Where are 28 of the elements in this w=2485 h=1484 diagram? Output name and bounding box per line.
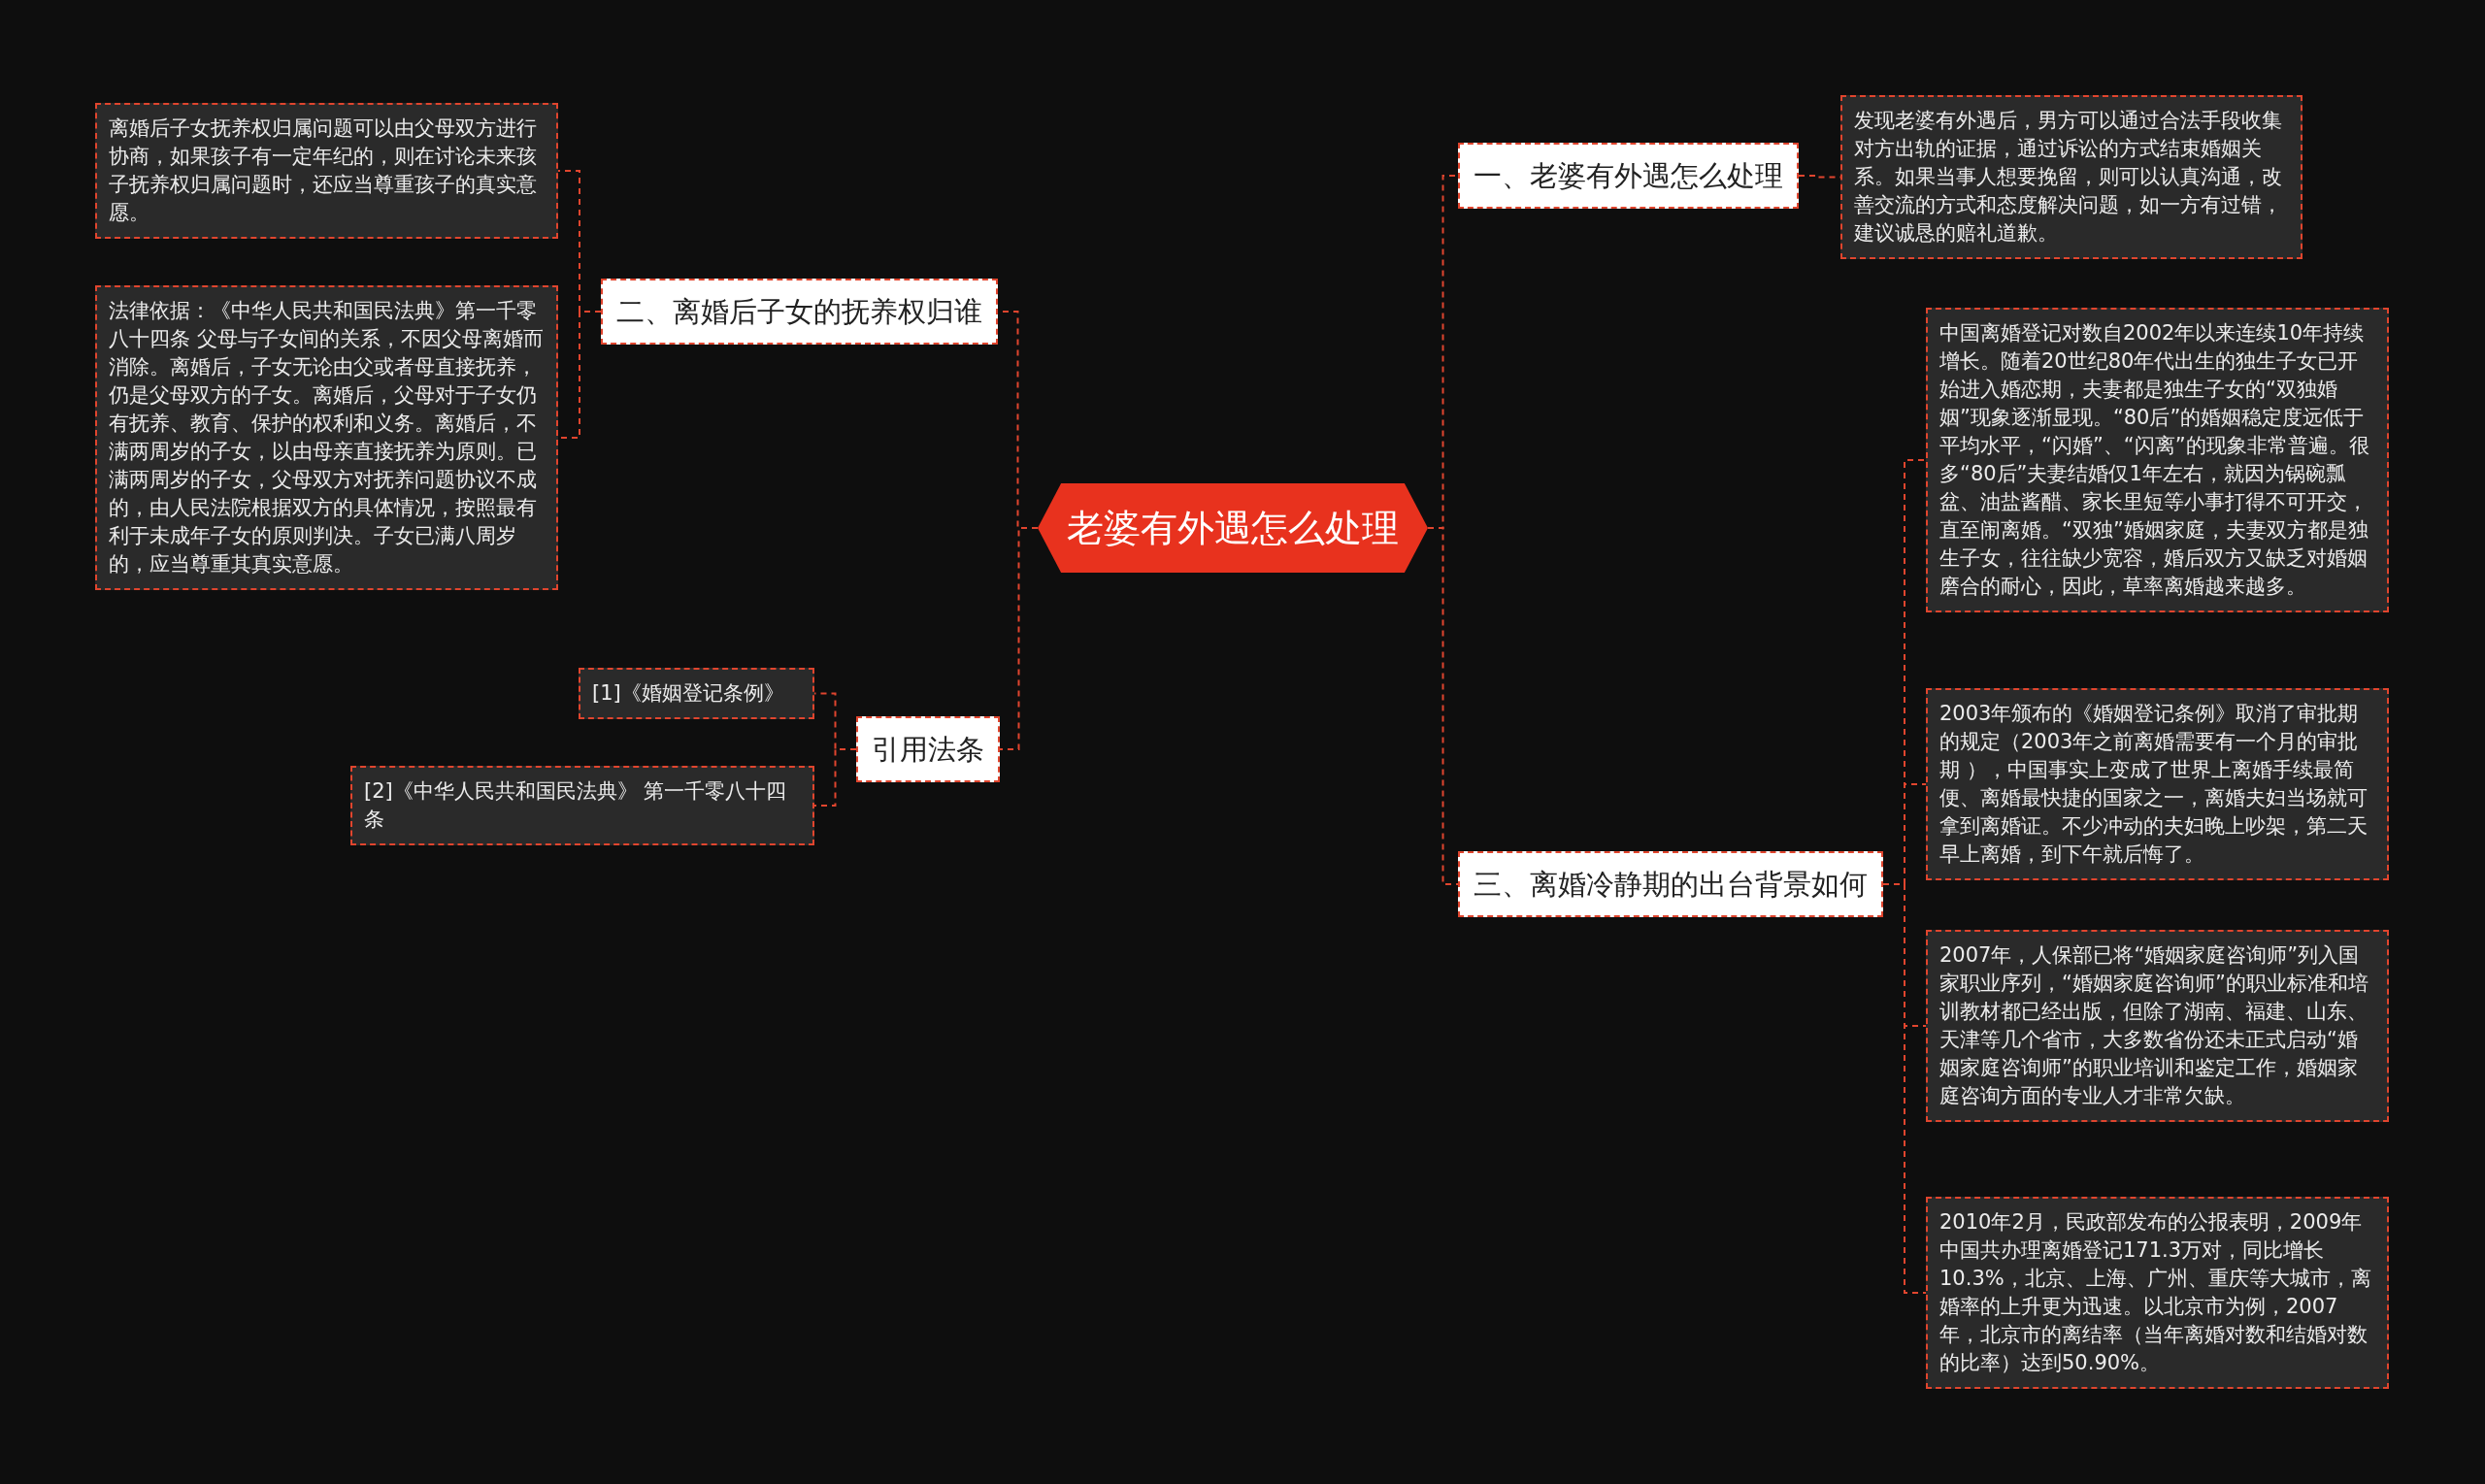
topic-text: 老婆有外遇怎么处理 [1067,506,1399,550]
note-text: 2007年，人保部已将“婚姻家庭咨询师”列入国家职业序列，“婚姻家庭咨询师”的职业标准和培训教材都已经出版，但除了湖南、福建、山东、天津等几个省市，大多数省份还未正式启动“婚姻家庭咨询师”的职业培训和鉴定工作，婚姻家庭咨询方面的专业人才非常欠缺。 [1939,942,2369,1109]
note-text: 离婚后子女抚养权归属问题可以由父母双方进行协商，如果孩子有一定年纪的，则在讨论未来孩子抚养权归属问题时，还应当尊重孩子的真实意愿。 [109,115,538,226]
reference-card [579,668,814,719]
central-topic [1038,483,1428,573]
connector-line [999,527,1039,750]
reference-text: [2]《中华人民共和国民法典》 第一千零八十四条 [364,778,788,833]
branch-topic-box [856,716,1000,782]
note-text: 发现老婆有外遇后，男方可以通过合法手段收集对方出轨的证据，通过诉讼的方式结束婚姻关系。如果当事人想要挽留，则可以认真沟通，改善交流的方式和态度解决问题，如一方有过错，建议诚恳的赔礼道歉。 [1854,108,2283,247]
connector-line [813,748,857,807]
note-card [95,103,558,239]
note-card [1926,1197,2389,1389]
note-card [1840,95,2303,259]
note-text: 2010年2月，民政部发布的公报表明，2009年中国共办理离婚登记171.3万对，同比增长10.3%，北京、上海、广州、重庆等大城市，离婚率的上升更为迅速。以北京市为例，2007年，北京市的离结率（当年离婚对数和结婚对数的比率）达到50.90%。 [1939,1209,2372,1376]
note-card [1926,930,2389,1122]
topic-text: 引用法条 [872,732,984,768]
topic-text: 二、离婚后子女的抚养权归谁 [616,294,982,330]
branch-topic-box [1458,143,1799,209]
note-text: 2003年颁布的《婚姻登记条例》取消了审批期的规定（2003年之前离婚需要有一个月的审批期 ），中国事实上变成了世界上离婚手续最简便、离婚最快捷的国家之一，离婚夫妇当场就可拿到离婚证。不少冲动的夫妇晚上吵架，第二天早上离婚，到下午就后悔了。 [1939,701,2369,868]
topic-text: 三、离婚冷静期的出台背景如何 [1474,867,1868,903]
reference-card [350,766,814,845]
branch-topic-box [1458,851,1883,917]
note-card [1926,688,2389,880]
note-text: 法律依据：《中华人民共和国民法典》第一千零八十四条 父母与子女间的关系，不因父母离婚而消除。离婚后，子女无论由父或者母直接抚养，仍是父母双方的子女。离婚后，父母对于子女仍有抚养、教育、保护的权利和义务。离婚后，不满两周岁的子女，以由母亲直接抚养为原则。已满两周岁的子女，父母双方对抚养问题协议不成的，由人民法院根据双方的具体情况，按照最有利于未成年子女的原则判决。子女已满八周岁的，应当尊重其真实意愿。 [109,298,545,577]
note-text: 中国离婚登记对数自2002年以来连续10年持续增长。随着20世纪80年代出生的独生子女已开始进入婚恋期，夫妻都是独生子女的“双独婚姻”现象逐渐显现。“80后”的婚姻稳定度远低于平均水平，“闪婚”、“闪离”的现象非常普遍。很多“80后”夫妻结婚仅1年左右，就因为锅碗瓢盆、油盐酱醋、家长里短等小事打得不可开交，直至闹离婚。“双独”婚姻家庭，夫妻双方都是独生子女，往往缺少宽容，婚后双方又缺乏对婚姻磨合的耐心，因此，草率离婚越来越多。 [1939,320,2370,600]
reference-text: [1]《婚姻登记条例》 [592,680,785,707]
branch-topic-box [601,279,998,345]
topic-text: 一、老婆有外遇怎么处理 [1474,158,1783,194]
